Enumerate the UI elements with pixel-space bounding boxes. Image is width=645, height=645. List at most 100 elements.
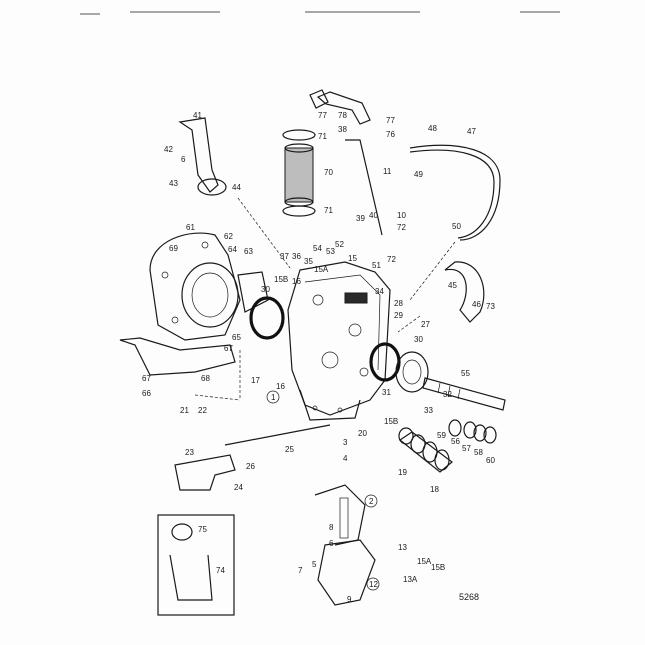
callout-81: 78 — [338, 111, 347, 120]
callout-11: 11 — [383, 167, 392, 176]
cover-71 — [119, 337, 236, 376]
callout-31: 28 — [394, 299, 403, 308]
callout-62: 59 — [437, 431, 446, 440]
cable-50 — [409, 144, 501, 241]
callout-15: 15A — [314, 265, 329, 274]
callout-45: 42 — [164, 145, 173, 154]
callout-labels: 41 42 6 43 44 61 62 69 64 63 37 36 35 54… — [142, 111, 495, 604]
callout-61: 58 — [474, 448, 483, 457]
callout-10: 10 — [397, 211, 406, 220]
callout-53: 50 — [452, 222, 461, 231]
callout-60: 57 — [462, 444, 471, 453]
callout-34a: 30 — [261, 285, 270, 294]
callout-38: 35 — [304, 257, 313, 266]
callout-20: 17 — [251, 376, 260, 385]
callout-14: 15 — [348, 254, 357, 263]
callout-15a: 15A — [417, 557, 432, 566]
callout-8: 8 — [329, 523, 334, 532]
callout-71: 68 — [201, 374, 210, 383]
callout-48: 45 — [448, 281, 457, 290]
callout-28: 25 — [285, 445, 294, 454]
bellows-21 — [398, 427, 453, 473]
callout-70b: 67 — [142, 374, 151, 383]
callout-50: 47 — [467, 127, 476, 136]
callout-36: 33 — [424, 406, 433, 415]
callout-63: 60 — [486, 456, 495, 465]
callout-26: 23 — [185, 448, 194, 457]
callout-6: 6 — [181, 155, 186, 164]
callout-64: 61 — [186, 223, 195, 232]
callout-3: 3 — [343, 438, 348, 447]
inset-box — [157, 514, 235, 616]
callout-57: 54 — [313, 244, 322, 253]
callout-74a: 71 — [318, 132, 327, 141]
link-26 — [174, 454, 236, 491]
callout-41: 38 — [338, 125, 347, 134]
callout-39: 36 — [292, 252, 301, 261]
bellhousing — [149, 232, 269, 341]
callout-67: 64 — [228, 245, 237, 254]
callout-9: 9 — [347, 595, 352, 604]
bracket-8 — [314, 484, 376, 606]
callout-73: 70 — [324, 168, 333, 177]
callout-80b: 77 — [386, 116, 395, 125]
callout-72: 69 — [169, 244, 178, 253]
callout-56: 53 — [326, 247, 335, 256]
callout-24: 21 — [180, 406, 189, 415]
callout-33: 30 — [414, 335, 423, 344]
callout-76: 73 — [486, 302, 495, 311]
callout-44: 41 — [193, 111, 202, 120]
shaft-58 — [422, 377, 506, 411]
callout-46: 43 — [169, 179, 178, 188]
callout-2: 2 — [369, 497, 374, 506]
callout-21: 18 — [430, 485, 439, 494]
callout-65: 62 — [224, 232, 233, 241]
o-ring-34b — [369, 342, 401, 382]
drawing-number: 5268 — [459, 592, 479, 602]
callout-47: 44 — [232, 183, 241, 192]
o-ring-34a — [249, 296, 285, 340]
callout-22: 19 — [398, 468, 407, 477]
callout-42: 39 — [356, 214, 365, 223]
exhaust-pipe-44 — [178, 117, 219, 193]
callout-18: 15B — [384, 417, 398, 426]
callout-35: 32 — [443, 390, 452, 399]
callout-4: 4 — [343, 454, 348, 463]
callout-49: 46 — [472, 300, 481, 309]
callout-25: 22 — [198, 406, 207, 415]
callout-12: 12 — [369, 580, 378, 589]
shift-rod-41 — [345, 139, 383, 236]
callout-17: 16 — [292, 277, 301, 286]
callout-23: 20 — [358, 429, 367, 438]
callout-32: 29 — [394, 311, 403, 320]
bearing-33 — [395, 351, 429, 393]
callout-70a: 67 — [224, 344, 233, 353]
callout-1: 1 — [271, 393, 276, 402]
main-housing — [287, 261, 391, 421]
callout-78: 75 — [198, 525, 207, 534]
callout-77: 74 — [216, 566, 225, 575]
callout-13a: 13A — [403, 575, 418, 584]
callout-69: 66 — [142, 389, 151, 398]
callout-52: 49 — [414, 170, 423, 179]
callout-54: 51 — [372, 261, 381, 270]
sleeve-73 — [282, 129, 316, 217]
callout-68: 65 — [232, 333, 241, 342]
callout-55: 52 — [335, 240, 344, 249]
callout-79: 76 — [386, 130, 395, 139]
callout-7: 7 — [298, 566, 303, 575]
callout-37: 34 — [375, 287, 384, 296]
callout-80a: 77 — [318, 111, 327, 120]
callout-29: 26 — [246, 462, 255, 471]
callout-74b: 71 — [324, 206, 333, 215]
callout-6b: 6 — [329, 539, 334, 548]
callout-34b: 31 — [382, 388, 391, 397]
callout-75b: 72 — [387, 255, 396, 264]
callout-40: 37 — [280, 252, 289, 261]
callout-58: 55 — [461, 369, 470, 378]
callout-5: 5 — [312, 560, 317, 569]
hose-81 — [316, 91, 371, 125]
callout-66: 63 — [244, 247, 253, 256]
callout-30: 27 — [421, 320, 430, 329]
